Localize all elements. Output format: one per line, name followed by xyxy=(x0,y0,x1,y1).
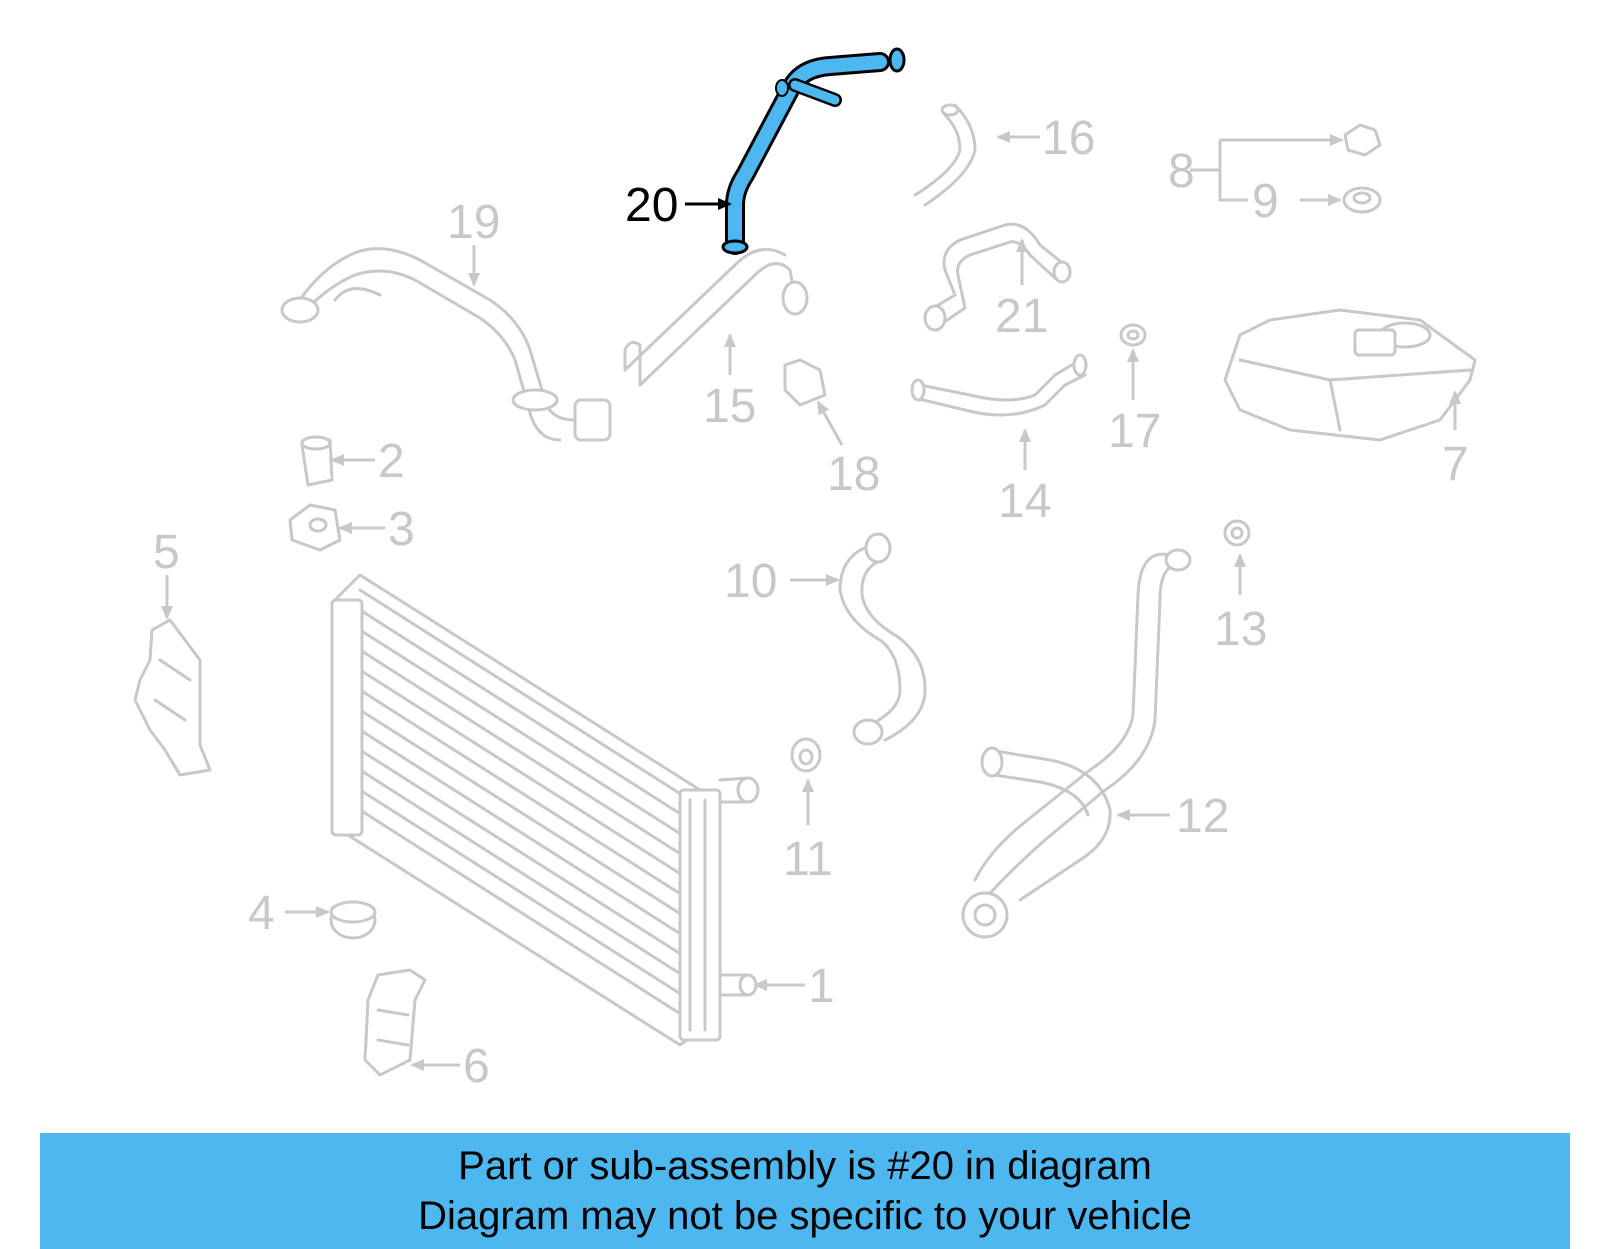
callout-5: 5 xyxy=(153,526,180,579)
part-16-hose[interactable] xyxy=(913,103,977,207)
banner-line-1: Part or sub-assembly is #20 in diagram xyxy=(458,1144,1152,1188)
callout-15: 15 xyxy=(703,380,756,433)
callout-2: 2 xyxy=(378,435,405,488)
leader-18 xyxy=(816,400,844,446)
leader-8b xyxy=(1218,170,1248,202)
banner-line-2: Diagram may not be specific to your vehi… xyxy=(418,1194,1192,1238)
callout-1: 1 xyxy=(808,960,835,1013)
callout-12: 12 xyxy=(1176,790,1229,843)
callout-18: 18 xyxy=(827,448,880,501)
callout-21: 21 xyxy=(995,290,1048,343)
part-5-bracket[interactable] xyxy=(133,618,212,777)
part-17-clamp[interactable] xyxy=(1119,323,1147,347)
part-4-mount[interactable] xyxy=(329,900,377,940)
callout-14: 14 xyxy=(998,475,1051,528)
part-1-radiator[interactable] xyxy=(330,573,760,1047)
callout-7: 7 xyxy=(1442,438,1469,491)
callout-20: 20 xyxy=(625,179,678,232)
callout-16: 16 xyxy=(1042,112,1095,165)
callout-13: 13 xyxy=(1214,603,1267,656)
part-7-expansion-tank[interactable] xyxy=(1223,308,1477,442)
parts-diagram: 1 2 3 4 5 6 7 8 9 10 11 12 13 14 15 16 1… xyxy=(133,47,1477,1093)
callout-17: 17 xyxy=(1108,405,1161,458)
part-12-lower-hose[interactable] xyxy=(961,548,1192,939)
part-14-hose[interactable] xyxy=(910,353,1088,417)
part-13-clamp[interactable] xyxy=(1223,519,1251,547)
part-11-clamp[interactable] xyxy=(790,737,822,773)
info-banner: Part or sub-assembly is #20 in diagram D… xyxy=(40,1133,1570,1249)
callout-9: 9 xyxy=(1252,175,1279,228)
part-8-cap[interactable] xyxy=(1343,123,1382,157)
part-10-hose[interactable] xyxy=(838,532,927,746)
part-2-bushing[interactable] xyxy=(300,435,334,487)
part-18-bracket[interactable] xyxy=(783,358,827,407)
callout-19: 19 xyxy=(447,196,500,249)
callout-11: 11 xyxy=(783,833,833,886)
part-6-bracket[interactable] xyxy=(363,968,427,1077)
callout-4: 4 xyxy=(248,887,275,940)
part-9-seal[interactable] xyxy=(1342,186,1382,214)
callout-8: 8 xyxy=(1168,145,1195,198)
callout-10: 10 xyxy=(724,555,777,608)
callout-3: 3 xyxy=(388,503,415,556)
part-20-coolant-pipe[interactable] xyxy=(721,47,906,255)
part-15-hose[interactable] xyxy=(623,247,809,387)
callout-6: 6 xyxy=(463,1040,490,1093)
part-19-upper-hose[interactable] xyxy=(280,247,612,442)
part-3-mount[interactable] xyxy=(288,503,342,552)
